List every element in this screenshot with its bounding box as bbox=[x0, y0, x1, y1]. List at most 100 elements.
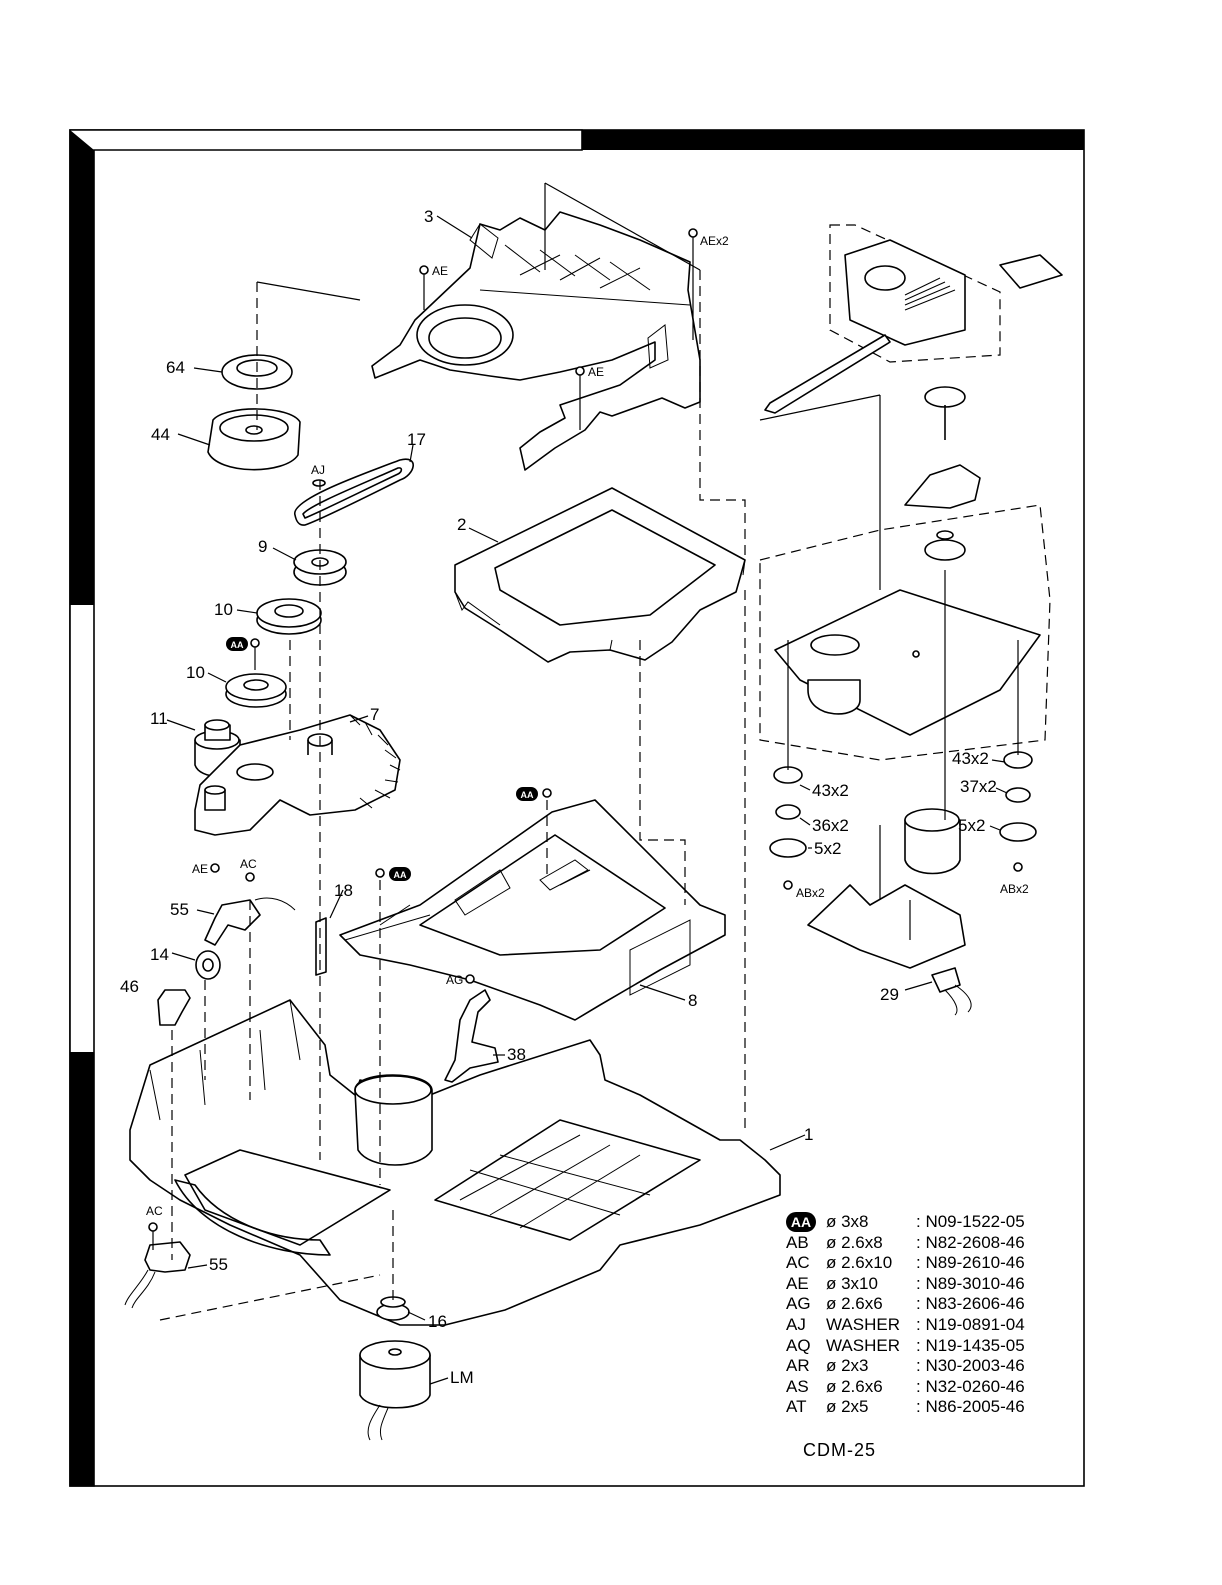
screw-aa-3 bbox=[375, 868, 385, 878]
badge-aa-3: AA bbox=[389, 867, 411, 881]
label-part-36: 36x2 bbox=[812, 816, 849, 835]
legend-part-number: : N30-2003-46 bbox=[916, 1356, 1025, 1376]
pcb-board bbox=[807, 884, 966, 969]
label-screw-ab-left: ABx2 bbox=[796, 886, 825, 900]
legend-description: ø 2x3 bbox=[826, 1356, 869, 1376]
part-2-chassis-frame bbox=[454, 487, 746, 663]
label-washer-aj: AJ bbox=[311, 463, 325, 477]
part-38-bracket bbox=[444, 989, 499, 1083]
part-18-shaft bbox=[315, 917, 327, 976]
label-part-38: 38 bbox=[507, 1045, 526, 1064]
motor-bracket bbox=[904, 464, 981, 509]
legend-part-number: : N32-0260-46 bbox=[916, 1376, 1025, 1396]
model-code: CDM-25 bbox=[803, 1440, 877, 1460]
label-part-10a: 10 bbox=[214, 600, 233, 619]
label-part-8: 8 bbox=[688, 991, 697, 1010]
legend-description: ø 2.6x10 bbox=[826, 1253, 893, 1273]
legend-code: AS bbox=[786, 1376, 809, 1396]
assembly-guide-lines bbox=[159, 182, 1019, 1321]
label-part-43-left: 43x2 bbox=[812, 781, 849, 800]
label-part-3: 3 bbox=[424, 207, 433, 226]
feet-left bbox=[769, 766, 807, 858]
label-screw-ae-top: AEx2 bbox=[700, 234, 729, 248]
screw-ab-right bbox=[1013, 862, 1023, 872]
part-10-gear-upper bbox=[256, 598, 322, 635]
part-10-gear-lower bbox=[225, 673, 287, 708]
svg-text:AA: AA bbox=[394, 870, 407, 880]
legend-description: ø 2.6x8 bbox=[826, 1232, 883, 1252]
legend-code-badge: AA bbox=[786, 1212, 816, 1232]
screw-aa-2 bbox=[542, 788, 552, 798]
small-parts-lower-left bbox=[124, 897, 431, 1441]
screw-ab-left bbox=[783, 880, 793, 890]
part-29-connector bbox=[931, 967, 961, 993]
flex-cable bbox=[999, 254, 1063, 289]
screw-ae-2 bbox=[575, 366, 585, 430]
part-55-lower-wire bbox=[124, 1269, 156, 1309]
screw-ae-top bbox=[688, 228, 698, 340]
part-44-pulley bbox=[207, 408, 301, 471]
label-part-46: 46 bbox=[120, 977, 139, 996]
label-screw-ag: AG bbox=[446, 973, 463, 987]
top-black-bar bbox=[582, 130, 1084, 150]
label-part-10b: 10 bbox=[186, 663, 205, 682]
legend-row: AC ø 2.6x10 : N89-2610-46 bbox=[786, 1253, 1086, 1274]
guide-shaft bbox=[764, 334, 891, 414]
legend-code: AE bbox=[786, 1273, 809, 1293]
part-55-switch-lower bbox=[144, 1241, 191, 1273]
label-screw-ae-1: AE bbox=[432, 264, 448, 278]
label-part-14: 14 bbox=[150, 945, 169, 964]
label-screw-ac-2: AC bbox=[146, 1204, 163, 1218]
label-screw-ae-3: AE bbox=[192, 862, 208, 876]
pickup-base-plate bbox=[774, 589, 1041, 736]
screw-ac-1 bbox=[245, 872, 255, 882]
legend-code: AB bbox=[786, 1232, 809, 1252]
screw-ag bbox=[465, 974, 475, 984]
part-17-belt bbox=[294, 458, 414, 526]
pickup-assembly bbox=[759, 224, 1063, 1016]
part-16-gear bbox=[376, 1296, 410, 1321]
left-black-bar-bottom bbox=[70, 1052, 94, 1486]
part-1-main-chassis bbox=[129, 999, 781, 1326]
part-14-roller bbox=[195, 950, 221, 980]
left-black-bar-top bbox=[70, 130, 94, 605]
label-part-2: 2 bbox=[457, 515, 466, 534]
label-part-55a: 55 bbox=[170, 900, 189, 919]
legend-description: ø 3x10 bbox=[826, 1273, 878, 1293]
screw-pickup bbox=[912, 650, 920, 658]
part-46-lever bbox=[157, 989, 191, 1026]
screw-ae-1 bbox=[419, 265, 429, 310]
label-part-9: 9 bbox=[258, 537, 267, 556]
label-part-17: 17 bbox=[407, 430, 426, 449]
label-part-43-right: 43x2 bbox=[952, 749, 989, 768]
part-lm-motor bbox=[359, 1340, 431, 1441]
badge-aa-1: AA bbox=[226, 637, 248, 651]
label-leaders bbox=[166, 215, 1008, 1385]
legend-part-number: : N89-2610-46 bbox=[916, 1253, 1025, 1273]
legend-code: AG bbox=[786, 1294, 811, 1314]
label-part-64: 64 bbox=[166, 358, 185, 377]
legend-code: AA bbox=[786, 1212, 826, 1233]
screw-aa-1 bbox=[250, 638, 260, 670]
pickup-gear-top bbox=[924, 386, 966, 440]
part-55-switch-upper bbox=[204, 899, 261, 946]
label-part-11: 11 bbox=[150, 709, 168, 728]
legend-code: AQ bbox=[786, 1335, 811, 1355]
legend-part-number: : N19-1435-05 bbox=[916, 1335, 1025, 1355]
part-55-wire bbox=[254, 897, 296, 911]
svg-text:AA: AA bbox=[521, 790, 534, 800]
label-part-5-right: 5x2 bbox=[958, 816, 985, 835]
legend-code: AT bbox=[786, 1397, 807, 1417]
gear-train-parts bbox=[194, 354, 414, 836]
legend-code: AC bbox=[786, 1253, 810, 1273]
feet-right bbox=[999, 751, 1037, 842]
spindle-motor bbox=[904, 808, 961, 875]
legend-description: ø 2x5 bbox=[826, 1397, 869, 1417]
